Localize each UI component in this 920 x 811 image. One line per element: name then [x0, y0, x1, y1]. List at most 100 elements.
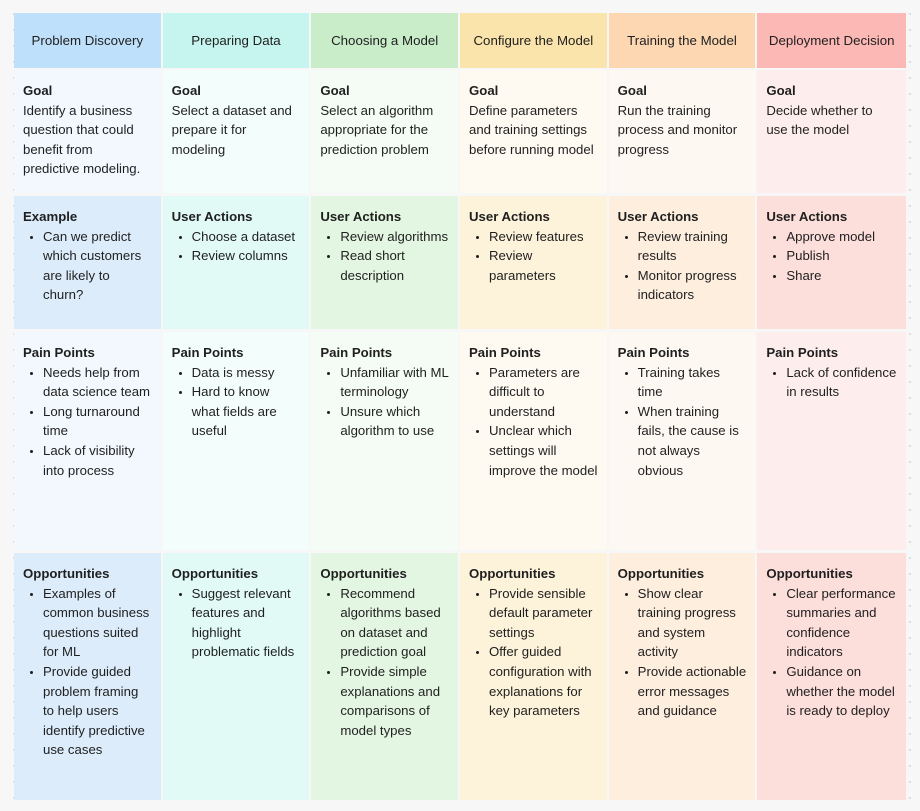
- cell-label: Goal: [766, 83, 796, 98]
- stage-header[interactable]: Preparing Data: [162, 13, 312, 70]
- list-item: Clear performance summaries and confiden…: [786, 584, 897, 662]
- cell-list: Data is messyHard to know what fields ar…: [172, 363, 301, 441]
- cell-list: Choose a datasetReview columns: [172, 227, 301, 266]
- list-item: Data is messy: [192, 363, 301, 383]
- stage-cell[interactable]: User ActionsApprove modelPublishShare: [757, 196, 906, 332]
- stage-header[interactable]: Problem Discovery: [14, 13, 163, 70]
- cell-label: Example: [23, 209, 78, 224]
- list-item: Share: [786, 266, 897, 286]
- stage-cell[interactable]: OpportunitiesClear performance summaries…: [757, 553, 906, 800]
- cell-label: Opportunities: [766, 566, 853, 581]
- list-item: Lack of confidence in results: [786, 363, 897, 402]
- list-item: Provide guided problem framing to help u…: [43, 662, 152, 760]
- stage-cell[interactable]: OpportunitiesRecommend algorithms based …: [311, 553, 460, 800]
- cell-list: Unfamiliar with ML terminologyUnsure whi…: [320, 363, 449, 441]
- stage-cell[interactable]: Pain PointsParameters are difficult to u…: [460, 332, 609, 553]
- cell-label: Goal: [617, 83, 647, 98]
- cell-label: Opportunities: [617, 566, 705, 581]
- list-item: Can we predict which customers are likel…: [43, 227, 152, 305]
- list-item: Parameters are difficult to understand: [489, 363, 598, 422]
- list-item: Provide simple explanations and comparis…: [340, 662, 449, 740]
- cell-label: Opportunities: [171, 566, 259, 581]
- stage-header[interactable]: Deployment Decision: [757, 13, 906, 70]
- stage-cell[interactable]: User ActionsReview featuresReview parame…: [460, 196, 609, 332]
- cell-text: Decide whether to use the model: [766, 102, 873, 138]
- cell-list: Review training resultsMonitor progress …: [618, 227, 747, 305]
- cell-list: Recommend algorithms based on dataset an…: [320, 584, 449, 741]
- cell-list: Parameters are difficult to understandUn…: [469, 363, 598, 481]
- stage-cell[interactable]: User ActionsChoose a datasetReview colum…: [162, 196, 312, 332]
- cell-label: Goal: [469, 83, 499, 98]
- list-item: Unfamiliar with ML terminology: [340, 363, 449, 402]
- cell-text: Select an algorithm appropriate for the …: [320, 102, 434, 157]
- stage-cell[interactable]: OpportunitiesProvide sensible default pa…: [460, 553, 609, 800]
- cell-label: Opportunities: [469, 566, 556, 581]
- list-item: Review parameters: [489, 246, 598, 285]
- list-item: Offer guided configuration with explanat…: [489, 642, 598, 720]
- list-item: Long turnaround time: [43, 402, 152, 441]
- cell-label: Goal: [320, 83, 350, 98]
- stage-cell[interactable]: OpportunitiesShow clear training progres…: [608, 553, 758, 800]
- stage-header[interactable]: Configure the Model: [460, 13, 609, 70]
- cell-text: Run the training process and monitor pro…: [617, 102, 738, 157]
- list-item: Review training results: [638, 227, 747, 266]
- cell-list: Provide sensible default parameter setti…: [469, 584, 598, 721]
- list-item: Lack of visibility into process: [43, 441, 152, 480]
- stage-cell[interactable]: Pain PointsNeeds help from data science …: [14, 332, 163, 553]
- list-item: Review columns: [192, 246, 301, 266]
- list-item: Show clear training progress and system …: [638, 584, 747, 662]
- list-item: Recommend algorithms based on dataset an…: [340, 584, 449, 662]
- list-item: Review algorithms: [340, 227, 449, 247]
- cell-list: Show clear training progress and system …: [618, 584, 747, 721]
- stage-cell[interactable]: Pain PointsData is messyHard to know wha…: [162, 332, 312, 553]
- list-item: Read short description: [340, 246, 449, 285]
- cell-list: Lack of confidence in results: [766, 363, 897, 402]
- cell-label: Pain Points: [617, 345, 690, 360]
- cell-label: Goal: [23, 83, 53, 98]
- cell-label: Goal: [171, 83, 201, 98]
- cell-list: Clear performance summaries and confiden…: [766, 584, 897, 721]
- list-item: When training fails, the cause is not al…: [638, 402, 747, 480]
- cell-list: Review algorithmsRead short description: [320, 227, 449, 286]
- cell-list: Needs help from data science teamLong tu…: [23, 363, 152, 481]
- cell-label: User Actions: [320, 209, 402, 224]
- list-item: Provide sensible default parameter setti…: [489, 584, 598, 643]
- stage-cell[interactable]: OpportunitiesSuggest relevant features a…: [162, 553, 312, 800]
- cell-label: User Actions: [469, 209, 550, 224]
- cell-list: Suggest relevant features and highlight …: [172, 584, 301, 662]
- cell-label: Opportunities: [23, 566, 110, 581]
- stage-cell[interactable]: ExampleCan we predict which customers ar…: [14, 196, 163, 332]
- list-item: Suggest relevant features and highlight …: [192, 584, 301, 662]
- stage-cell[interactable]: Pain PointsTraining takes timeWhen train…: [608, 332, 758, 553]
- list-item: Review features: [489, 227, 598, 247]
- cell-list: Examples of common business questions su…: [23, 584, 152, 760]
- stage-cell[interactable]: OpportunitiesExamples of common business…: [14, 553, 163, 800]
- cell-label: User Actions: [617, 209, 699, 224]
- cell-label: Pain Points: [23, 345, 95, 360]
- cell-label: Opportunities: [320, 566, 407, 581]
- cell-list: Training takes timeWhen training fails, …: [618, 363, 747, 481]
- cell-label: User Actions: [766, 209, 848, 224]
- cell-text: Define parameters and training settings …: [469, 102, 594, 157]
- list-item: Choose a dataset: [192, 227, 301, 247]
- stage-cell[interactable]: Pain PointsUnfamiliar with ML terminolog…: [311, 332, 460, 553]
- cell-label: User Actions: [171, 209, 253, 224]
- list-item: Provide actionable error messages and gu…: [638, 662, 747, 721]
- list-item: Needs help from data science team: [43, 363, 152, 402]
- list-item: Publish: [786, 246, 897, 266]
- list-item: Monitor progress indicators: [638, 266, 747, 305]
- stage-header[interactable]: Training the Model: [608, 13, 758, 70]
- stage-cell[interactable]: User ActionsReview training resultsMonit…: [608, 196, 758, 332]
- stage-cell[interactable]: User ActionsReview algorithmsRead short …: [311, 196, 460, 332]
- cell-label: Pain Points: [766, 345, 839, 360]
- stage-header[interactable]: Choosing a Model: [311, 13, 460, 70]
- stage-cell[interactable]: Pain PointsLack of confidence in results: [757, 332, 906, 553]
- list-item: Guidance on whether the model is ready t…: [786, 662, 897, 721]
